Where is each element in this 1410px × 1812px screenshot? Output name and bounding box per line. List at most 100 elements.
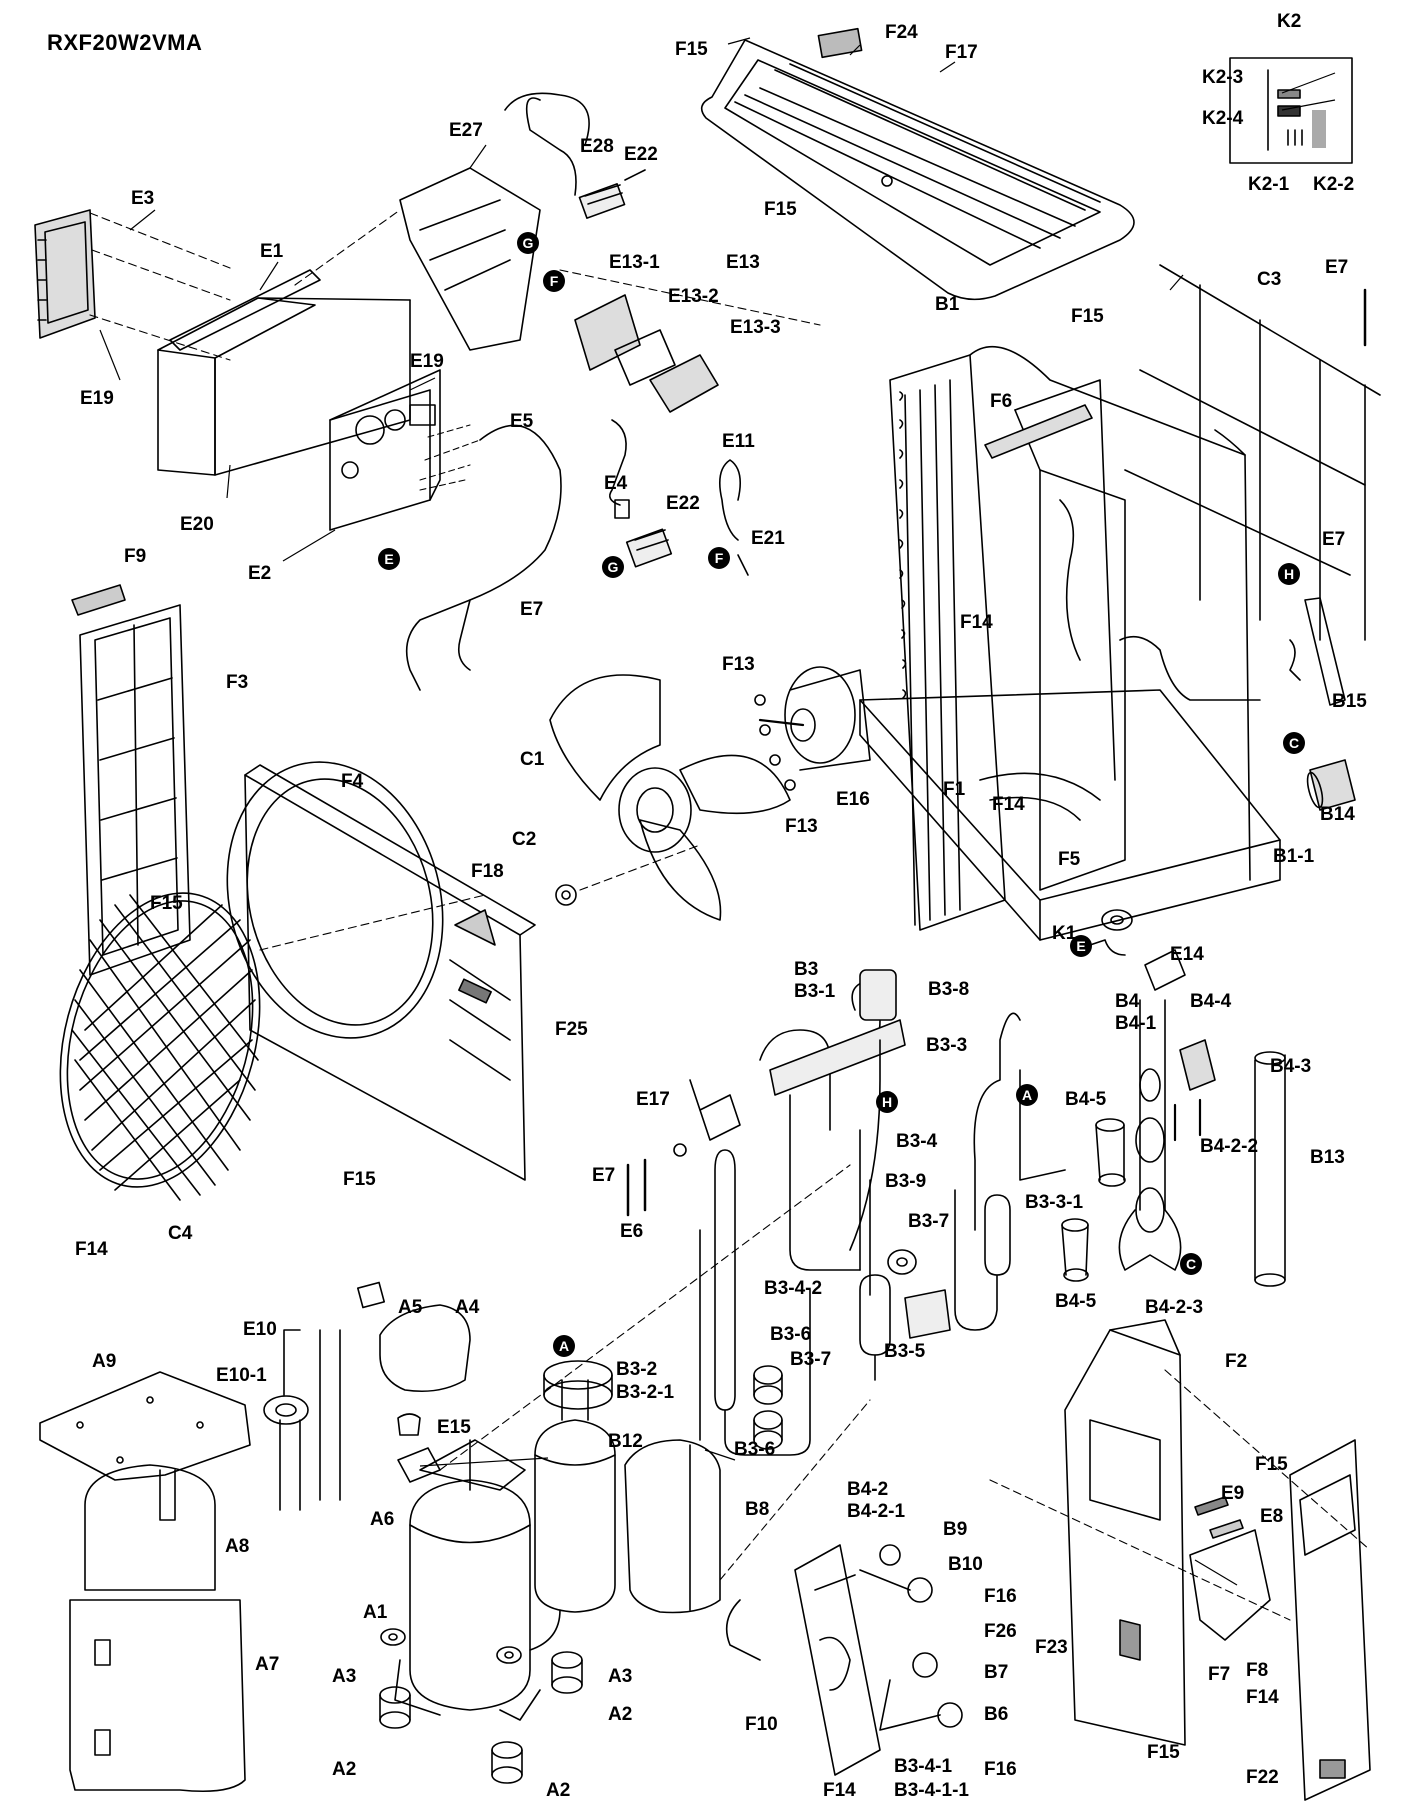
part-k1 [1101,909,1133,931]
label-e7-low: E7 [520,599,544,620]
label-e13-1: E13-1 [609,252,660,273]
label-b3-9: B3-9 [885,1171,927,1192]
label-a7: A7 [255,1654,280,1675]
label-e19-a: E19 [410,351,444,372]
sensors-e7-e6 [626,1158,647,1217]
label-e19-b: E19 [80,388,114,409]
part-b3-5 [904,1289,951,1339]
label-b9: B9 [943,1519,968,1540]
label-f23: F23 [1035,1637,1068,1658]
front-panel-f4 [226,761,536,1181]
label-e14: E14 [1170,944,1204,965]
label-f15-e: F15 [343,1169,376,1190]
label-a2-a: A2 [608,1704,633,1725]
label-b4-5-b: B4-5 [1055,1291,1097,1312]
label-e2: E2 [248,563,272,584]
marker-e-2: E [1070,935,1092,957]
plate-f10 [794,1544,881,1776]
label-e22: E22 [624,144,658,165]
label-e7-b3: E7 [592,1165,616,1186]
label-a5: A5 [398,1297,423,1318]
pipe-b3-2 [699,1149,811,1456]
label-e1: E1 [260,241,284,262]
marker-f-1: F [543,270,565,292]
fan-c1 [549,674,791,921]
label-f7: F7 [1208,1664,1231,1685]
label-f15-c: F15 [1071,306,1104,327]
label-f24: F24 [885,22,918,43]
label-f4: F4 [341,771,364,792]
label-e9: E9 [1221,1483,1245,1504]
handle-f8 [1289,1439,1371,1801]
label-e21: E21 [751,528,785,549]
label-f8: F8 [1246,1660,1269,1681]
label-f2: F2 [1225,1351,1248,1372]
label-f18: F18 [471,861,504,882]
label-b3-4-2: B3-4-2 [764,1278,823,1299]
plate-e27 [399,167,541,351]
label-b3-6-b: B3-6 [734,1439,776,1460]
plate-a9 [39,1371,251,1481]
label-c4: C4 [168,1223,193,1244]
screws-b4-3 [1173,1098,1202,1142]
label-e15: E15 [437,1417,471,1438]
label-b3-4-1-1: B3-4-1-1 [894,1780,969,1801]
label-k2 [1229,57,1353,164]
label-b3-6-a: B3-6 [770,1324,812,1345]
part-b14 [1306,759,1356,811]
label-b1: B1 [935,294,960,315]
marker-f-2: F [708,547,730,569]
label-f15-f: F15 [1255,1454,1288,1475]
label-c2: C2 [512,829,537,850]
label-e13-3: E13-3 [730,317,781,338]
label-b3-8: B3-8 [928,979,970,1000]
label-f25: F25 [555,1019,588,1040]
part-f9 [71,584,126,616]
label-b3-3-1: B3-3-1 [1025,1192,1084,1213]
label-f22: F22 [1246,1767,1279,1788]
part-b4-4 [1179,1039,1216,1091]
valves-b6-b7-b9-b10 [725,1544,963,1731]
pipe-b3 [759,979,906,1271]
pipe-b3-3 [954,1012,1066,1331]
marker-e-1: E [378,548,400,570]
coil-e14 [1089,939,1186,991]
label-f15-g: F15 [1147,1742,1180,1763]
label-e10-1: E10-1 [216,1365,267,1386]
label-f16-a: F16 [984,1586,1017,1607]
label-b4-3: B4-3 [1270,1056,1312,1077]
label-e22-b: E22 [666,493,700,514]
part-b12 [543,1360,613,1410]
label-e3: E3 [131,188,155,209]
part-b4-5b [1061,1218,1089,1282]
label-e10: E10 [243,1319,277,1340]
label-b4-4: B4-4 [1190,991,1232,1012]
label-b4-2-3: B4-2-3 [1145,1297,1204,1318]
label-a2-b: A2 [332,1759,357,1780]
part-a5 [356,1281,386,1309]
screws-f13 [754,694,796,791]
marker-a-2: A [553,1335,575,1357]
connector-e4 [625,528,673,568]
label-b3-4: B3-4 [896,1131,938,1152]
part-e15 [397,1413,421,1436]
guard-f3 [79,604,191,976]
label-a4: A4 [455,1297,480,1318]
jacket-a7 [69,1599,246,1793]
sensor-e10 [263,1329,341,1511]
marker-c-1: C [1283,732,1305,754]
label-c1: C1 [520,749,545,770]
label-f5: F5 [1058,849,1081,870]
label-b10: B10 [948,1554,983,1575]
label-c3: C3 [1257,269,1282,290]
label-f1: F1 [943,779,966,800]
label-a1: A1 [363,1602,388,1623]
label-f15: F15 [675,39,708,60]
label-b3: B3 [794,959,819,980]
label-b4-2-2: B4-2-2 [1200,1136,1259,1157]
label-e20: E20 [180,514,214,535]
label-e16: E16 [836,789,870,810]
label-b3-7-b: B3-7 [790,1349,832,1370]
connector-e28 [578,183,626,219]
